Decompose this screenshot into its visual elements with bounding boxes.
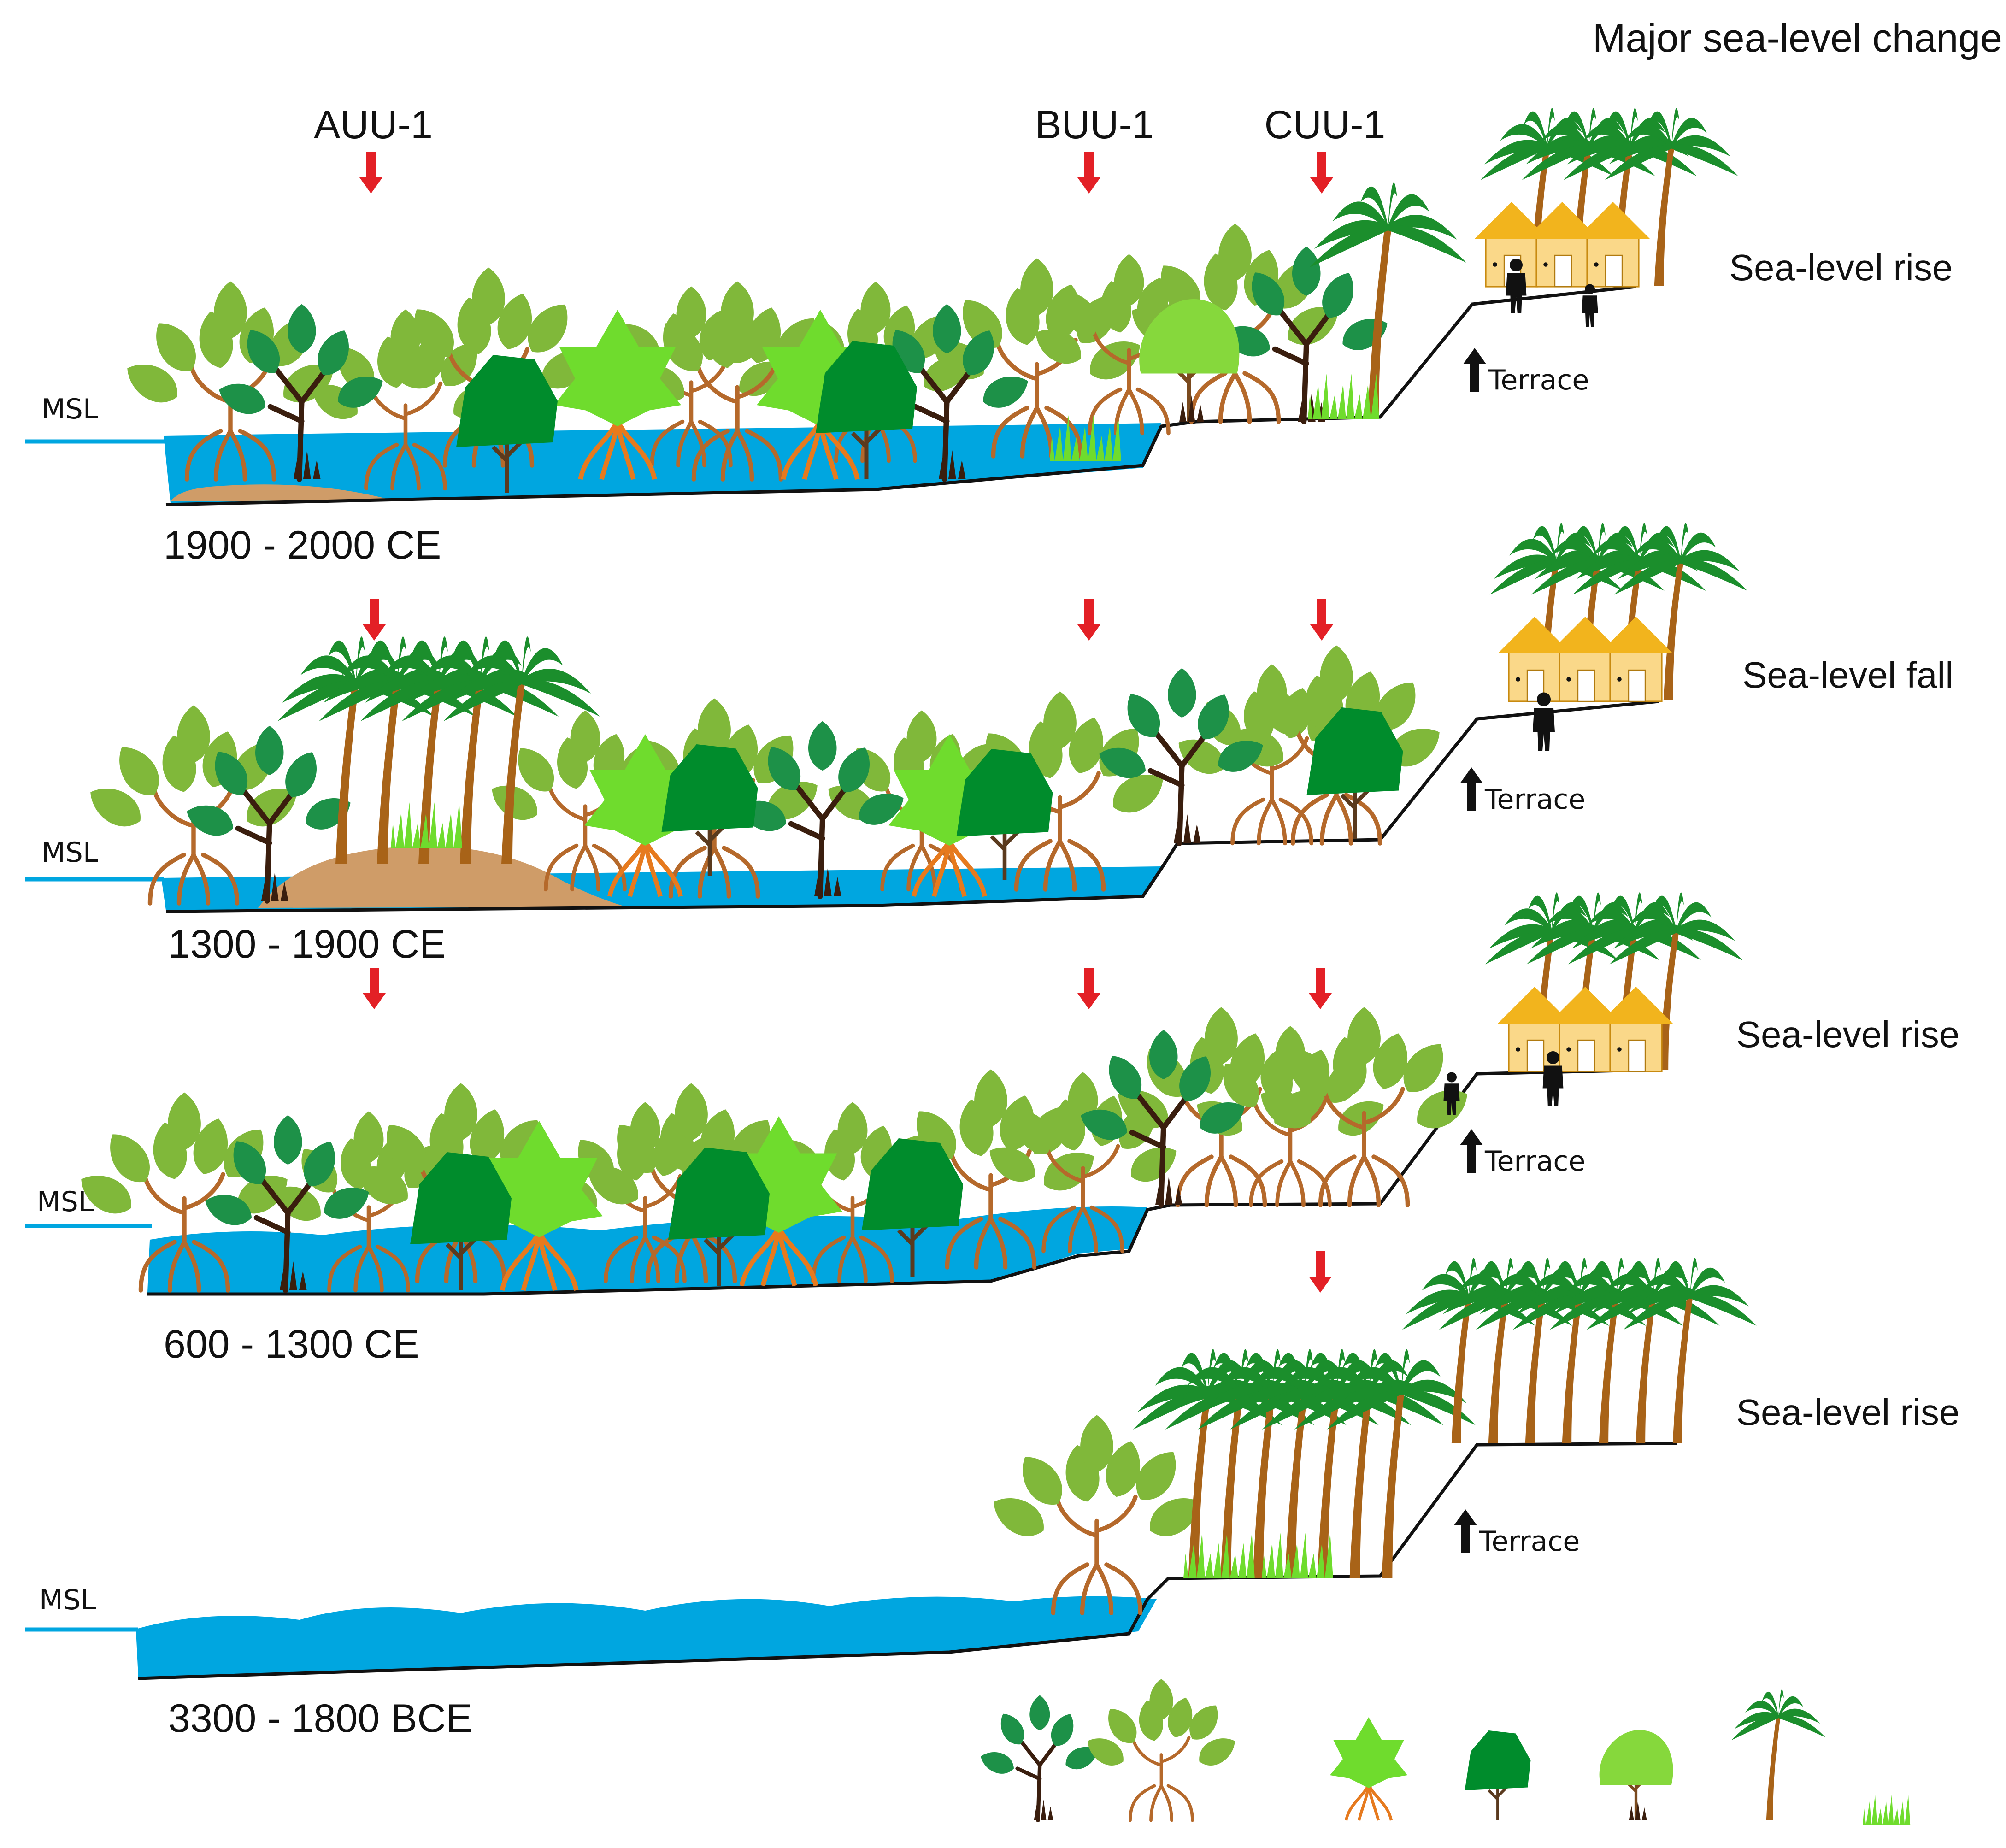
mangrove-olive	[994, 1415, 1200, 1615]
palm	[1623, 1258, 1757, 1443]
person	[1533, 692, 1555, 751]
mangrove-star	[554, 310, 681, 480]
period-label: 600 - 1300 CE	[164, 1322, 419, 1366]
palm	[443, 636, 600, 864]
mangrove-dark	[187, 725, 351, 904]
terrace-marker: Terrace	[1460, 1129, 1585, 1177]
palm-icon	[1731, 1689, 1826, 1820]
sand-mound	[258, 846, 627, 908]
ground-line	[165, 700, 1659, 913]
person	[1542, 1051, 1564, 1106]
mangrove-star-icon	[1330, 1717, 1407, 1821]
panel-1900-2000: MSL 1900 - 2000 CE Sea-level rise Terrac…	[25, 247, 1953, 567]
palm	[1485, 892, 1618, 1070]
panel-3300-1800bce: MSL 3300 - 1800 BCE Sea-level rise Terra…	[25, 1392, 1959, 1741]
svg-text:Terrace: Terrace	[1484, 1145, 1585, 1177]
vegetation	[81, 108, 1757, 1615]
water-body	[136, 1596, 1157, 1677]
sand-mound	[171, 484, 392, 501]
light-tree	[1139, 299, 1240, 422]
grass	[1183, 1533, 1258, 1578]
palm	[1614, 523, 1747, 700]
core-arrows	[359, 152, 1333, 1293]
hut	[1548, 987, 1622, 1072]
terrace-marker: Terrace	[1463, 348, 1589, 396]
dark-tree	[1306, 707, 1403, 839]
palm	[1310, 182, 1466, 419]
dark-tree	[956, 749, 1053, 880]
msl-label: MSL	[39, 1584, 96, 1616]
palm	[1605, 108, 1738, 286]
dark-tree	[661, 744, 758, 876]
grass	[1050, 415, 1124, 461]
dark-tree	[816, 341, 917, 479]
core-label-cuu1: CUU-1	[1265, 103, 1386, 147]
hut	[1599, 617, 1673, 702]
dark-tree	[862, 1138, 963, 1277]
person	[1506, 259, 1527, 313]
ground-line	[165, 285, 1636, 506]
mangrove-olive	[1261, 1007, 1467, 1207]
svg-text:Terrace: Terrace	[1484, 783, 1585, 816]
hut	[1599, 987, 1673, 1072]
sea-level-change-label: Sea-level fall	[1742, 654, 1953, 695]
light-tree-icon	[1599, 1730, 1673, 1820]
grass	[1262, 1533, 1336, 1578]
person	[1582, 284, 1598, 327]
svg-text:Terrace: Terrace	[1479, 1525, 1580, 1558]
dark-tree	[668, 1148, 770, 1286]
period-label: 3300 - 1800 BCE	[168, 1696, 472, 1741]
mangrove-dark-icon	[981, 1695, 1098, 1823]
mangrove-dark	[219, 304, 383, 482]
sea-level-change-label: Sea-level rise	[1736, 1014, 1960, 1055]
period-label: 1300 - 1900 CE	[168, 922, 446, 966]
mangrove-dark	[205, 1115, 369, 1293]
dark-tree-icon	[1465, 1730, 1531, 1820]
grass	[391, 802, 465, 848]
ground-line	[138, 1442, 1678, 1680]
person	[1443, 1072, 1460, 1115]
msl-label: MSL	[41, 836, 99, 869]
panel-1300-1900: MSL 1300 - 1900 CE Sea-level fall Terrac…	[25, 654, 1953, 966]
palm	[1609, 892, 1743, 1070]
sea-level-change-label: Sea-level rise	[1730, 247, 1953, 288]
ground-line	[147, 1068, 1646, 1296]
mangrove-dark	[1081, 1030, 1245, 1208]
dark-tree	[410, 1152, 512, 1290]
hut	[1576, 202, 1650, 288]
period-label: 1900 - 2000 CE	[164, 523, 441, 567]
grass	[1308, 374, 1382, 419]
terrace-marker: Terrace	[1454, 1509, 1580, 1558]
palm	[1262, 1349, 1411, 1578]
msl-label: MSL	[41, 393, 99, 425]
core-label-buu1: BUU-1	[1035, 103, 1154, 147]
grass-icon	[1863, 1795, 1912, 1825]
dark-tree	[456, 355, 558, 493]
terrace-marker: Terrace	[1460, 767, 1585, 816]
sea-level-change-label: Sea-level rise	[1736, 1392, 1960, 1433]
diagram-title: Major sea-level change	[1593, 16, 2002, 60]
mangrove-dark	[1099, 668, 1263, 846]
legend	[981, 1679, 1912, 1825]
svg-text:Terrace: Terrace	[1488, 364, 1589, 396]
core-label-auu1: AUU-1	[314, 103, 433, 147]
mangrove-olive-icon	[1088, 1679, 1235, 1822]
